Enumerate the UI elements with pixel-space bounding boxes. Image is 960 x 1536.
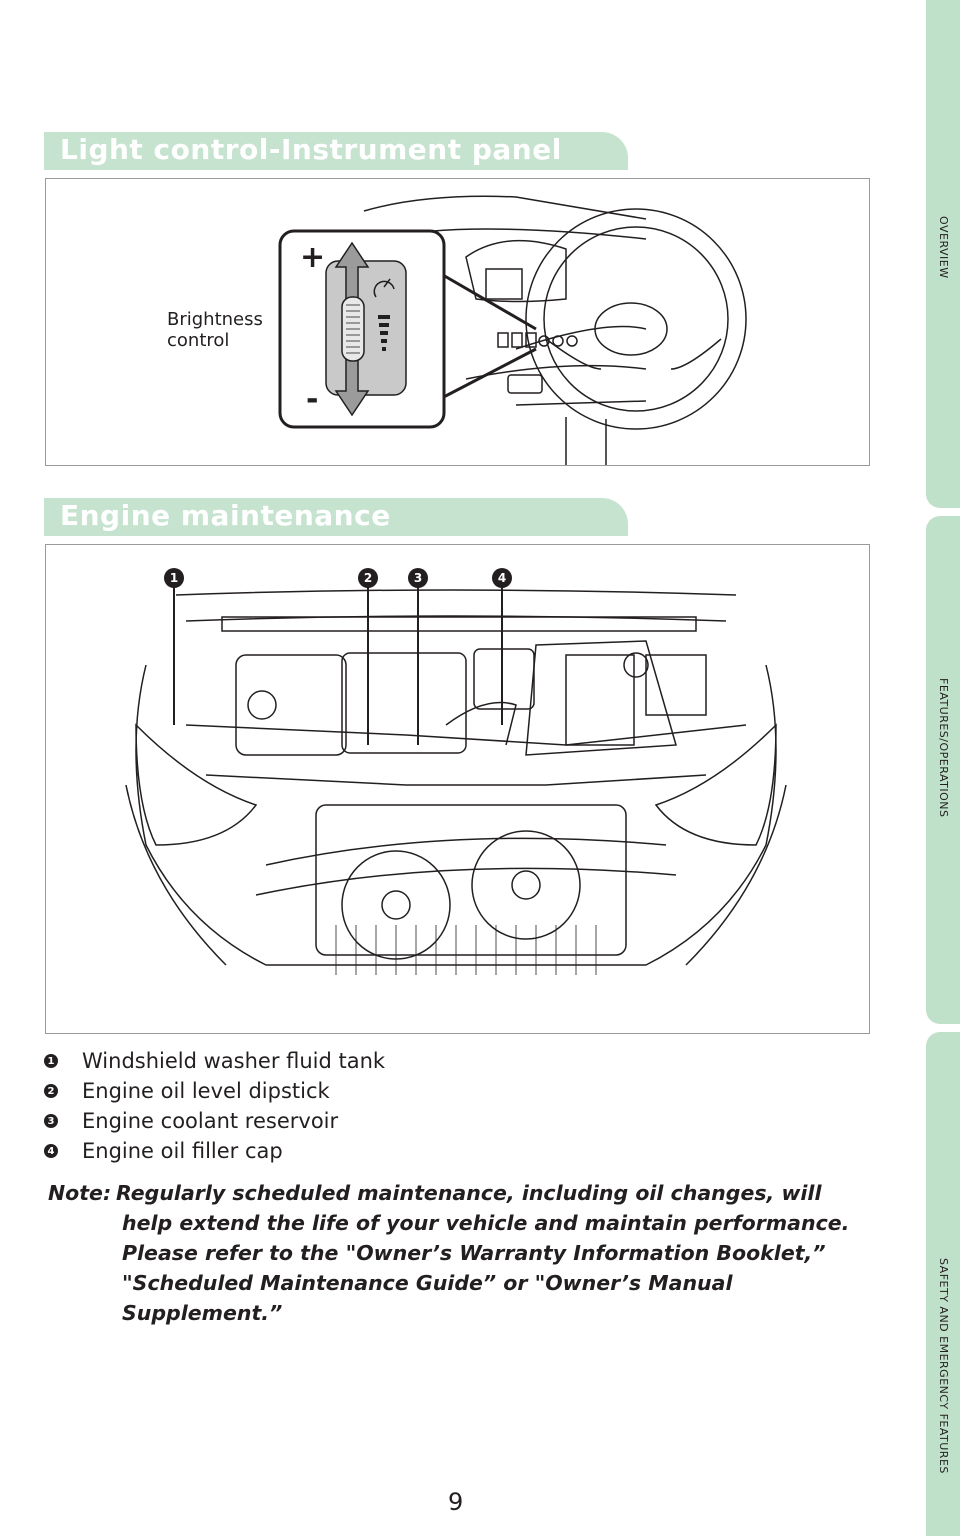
- legend-text: Engine oil level dipstick: [82, 1079, 330, 1103]
- legend-text: Engine coolant reservoir: [82, 1109, 339, 1133]
- callout-label-1: 1: [170, 571, 178, 585]
- callout-marker-1: [164, 568, 184, 588]
- section-tab-light-control: Light control-Instrument panel: [44, 132, 628, 170]
- callout-label-4: 4: [498, 571, 506, 585]
- callout-label-2: 2: [364, 571, 372, 585]
- callout-label-3: 3: [414, 571, 422, 585]
- page-number: 9: [448, 1488, 464, 1516]
- instrument-panel-illustration: + -: [278, 195, 747, 465]
- legend-number-badge: 1: [44, 1054, 58, 1068]
- side-tab-overview-label: OVERVIEW: [937, 216, 950, 279]
- legend-text: Windshield washer fluid tank: [82, 1049, 386, 1073]
- light-control-figure: + - Brightness control: [45, 178, 870, 466]
- legend-item: 1 Windshield washer fluid tank: [44, 1046, 385, 1076]
- section-tab-engine-maintenance: Engine maintenance: [44, 498, 628, 536]
- note-text: Regularly scheduled maintenance, includi…: [116, 1181, 850, 1325]
- legend-item: 3 Engine coolant reservoir: [44, 1106, 385, 1136]
- engine-figure: 1 2 3 4: [45, 544, 870, 1034]
- callout-marker-4: [492, 568, 512, 588]
- legend-item: 4 Engine oil filler cap: [44, 1136, 385, 1166]
- side-tab-safety-emergency[interactable]: SAFETY AND EMERGENCY FEATURES: [926, 1032, 960, 1536]
- minus-sign: -: [306, 382, 318, 417]
- callout-marker-2: [358, 568, 378, 588]
- side-tab-features-operations[interactable]: FEATURES/OPERATIONS: [926, 516, 960, 1024]
- legend-number-badge: 4: [44, 1144, 58, 1158]
- plus-sign: +: [300, 240, 325, 275]
- note-label: Note:: [48, 1181, 112, 1205]
- brightness-control-label: Brightness control: [167, 309, 263, 351]
- maintenance-note: Note: Regularly scheduled maintenance, i…: [48, 1178, 858, 1328]
- engine-bay-illustration: 1 2 3 4: [125, 568, 787, 975]
- side-tab-features-label: FEATURES/OPERATIONS: [937, 678, 950, 818]
- side-tab-safety-label: SAFETY AND EMERGENCY FEATURES: [937, 1258, 950, 1474]
- legend-number-badge: 2: [44, 1084, 58, 1098]
- section-title-engine-maintenance: Engine maintenance: [60, 499, 391, 532]
- engine-legend: 1 Windshield washer fluid tank 2 Engine …: [44, 1046, 385, 1166]
- section-title-light-control: Light control-Instrument panel: [60, 133, 562, 166]
- callout-marker-3: [408, 568, 428, 588]
- legend-text: Engine oil filler cap: [82, 1139, 283, 1163]
- legend-item: 2 Engine oil level dipstick: [44, 1076, 385, 1106]
- side-tab-overview[interactable]: OVERVIEW: [926, 0, 960, 508]
- legend-number-badge: 3: [44, 1114, 58, 1128]
